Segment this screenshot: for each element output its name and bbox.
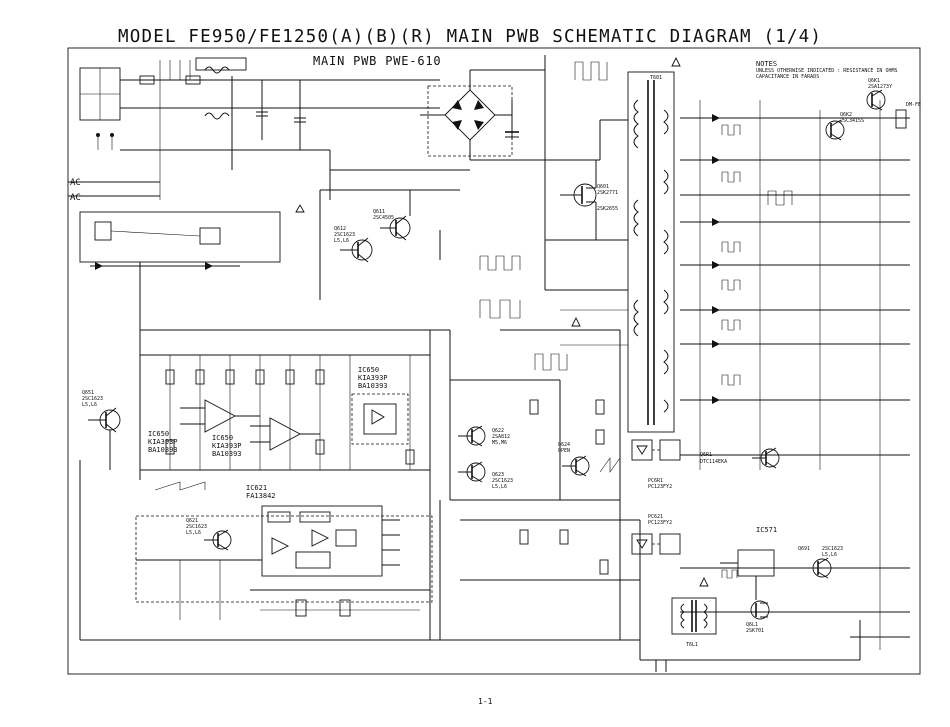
- q6k1-ref: Q6K1: [868, 78, 880, 84]
- transistor-q6k1: Q6K1 2SA1273Y: [866, 78, 892, 111]
- q6l1-part: 2SK701: [746, 628, 764, 634]
- q691-ref: Q691: [798, 546, 810, 552]
- secondary-outputs: [680, 100, 910, 650]
- ic650-b-part1: KIA393P: [212, 442, 242, 450]
- ic650-c-part1: KIA393P: [358, 374, 388, 382]
- notes-line-2: CAPACITANCE IN FARADS: [756, 74, 819, 80]
- dm-fe-connector: DM-FE: [906, 102, 921, 108]
- q651-ref: Q651: [82, 390, 94, 396]
- ic650-b-part2: BA10393: [212, 450, 242, 458]
- q601-ref: Q601: [597, 184, 609, 190]
- pc621-ref: PC621: [648, 514, 663, 520]
- ic650-a-part1: KIA393P: [148, 438, 178, 446]
- q612-rank: L5,L6: [334, 238, 349, 244]
- q691-rank: L5,L6: [822, 552, 837, 558]
- q612-ref: Q612: [334, 226, 346, 232]
- ic650-a-part2: BA10393: [148, 446, 178, 454]
- transformer-t6l1: T6L1: [671, 597, 717, 648]
- ac-input-section: AC AC: [68, 57, 440, 203]
- notes-heading: NOTES: [756, 60, 777, 68]
- ic650-b-ref: IC650: [212, 434, 233, 442]
- transistor-q611: Q611 2SC4505: [373, 209, 411, 241]
- pc6r1-ref: PC6R1: [648, 478, 663, 484]
- q621-ref: Q621: [186, 518, 198, 524]
- q6k1-part: 2SA1273Y: [868, 84, 892, 90]
- q623-ref: Q623: [492, 472, 504, 478]
- mosfet-q601: Q601 2SK2771 2SK2655: [560, 160, 618, 240]
- bottom-wiring: [439, 316, 861, 672]
- page-title: MODEL FE950/FE1250(A)(B)(R) MAIN PWB SCH…: [118, 27, 823, 47]
- transistor-q624: Q624 OPEN: [558, 442, 590, 477]
- ic621-part: FA13842: [246, 492, 276, 500]
- q624-ref: Q624: [558, 442, 570, 448]
- transistor-q622: Q622 2SA812 M5,M6: [458, 425, 510, 447]
- bridge-rectifier: [420, 70, 513, 160]
- q601-part: 2SK2771: [597, 190, 618, 196]
- sheet-border: [67, 47, 921, 675]
- notes-block: NOTES UNLESS OTHERWISE INDICATED : RESIS…: [756, 60, 897, 80]
- ic621-ref: IC621: [246, 484, 267, 492]
- q622-part: 2SA812: [492, 434, 510, 440]
- transistor-q612: Q612 2SC1623 L5,L6: [334, 226, 373, 263]
- transistor-q6l1: Q6L1 2SK701: [746, 600, 770, 634]
- q622-q623-block: [449, 329, 621, 640]
- comparator-b: IC650 KIA393P BA10393: [212, 417, 320, 458]
- q622-ref: Q622: [492, 428, 504, 434]
- transistor-q691: Q691 2SC1623 L5,L6: [798, 546, 843, 579]
- q623-part: 2SC1623: [492, 478, 513, 484]
- waveforms-center: [154, 61, 621, 491]
- q611-ref: Q611: [373, 209, 385, 215]
- q612-part: 2SC1623: [334, 232, 355, 238]
- transistor-q621: Q621 2SC1623 L5,L6: [186, 518, 232, 551]
- pc6r1-part: PC123FY2: [648, 484, 672, 490]
- relay-block: [79, 211, 281, 300]
- t6l1-label: T6L1: [686, 642, 698, 648]
- q624-part: OPEN: [558, 448, 570, 454]
- notes-line-1: UNLESS OTHERWISE INDICATED : RESISTANCE …: [756, 68, 897, 74]
- ic650-c-part2: BA10393: [358, 382, 388, 390]
- t601-label: T601: [650, 75, 662, 81]
- transistor-q651: Q651 2SC1623 L5,L6: [82, 390, 121, 433]
- pc621-part: PC123FY2: [648, 520, 672, 526]
- ic571: IC571: [720, 526, 777, 600]
- hv-rail: [329, 55, 600, 290]
- q651-part: 2SC1623: [82, 396, 103, 402]
- q621-rank: L5,L6: [186, 530, 201, 536]
- q651-rank: L5,L6: [82, 402, 97, 408]
- q691-part: 2SC1623: [822, 546, 843, 552]
- transistor-q6r1: Q6R1 DTC114EKA: [700, 447, 780, 469]
- ic650-a-ref: IC650: [148, 430, 169, 438]
- ic571-ref: IC571: [756, 526, 777, 534]
- photocoupler-pc6r1: PC6R1 PC123FY2: [631, 439, 681, 490]
- q611-part: 2SC4505: [373, 215, 394, 221]
- q6r1-ref: Q6R1: [700, 452, 712, 458]
- q6k2-part: 2SC3415S: [840, 118, 864, 124]
- ic621-block: IC621 FA13842: [135, 484, 433, 603]
- ac-connector-label: AC: [70, 178, 81, 188]
- transformer-t601: T601: [627, 71, 675, 433]
- left-wiring: [79, 300, 640, 641]
- page-number: 1-1: [478, 697, 493, 706]
- q601-alt: 2SK2655: [597, 206, 618, 212]
- q6r1-part: DTC114EKA: [700, 459, 727, 465]
- q623-rank: L5,L6: [492, 484, 507, 490]
- q6l1-ref: Q6L1: [746, 622, 758, 628]
- ic650-package: IC650 KIA393P BA10393: [351, 366, 409, 445]
- q6k2-ref: Q6K2: [840, 112, 852, 118]
- q621-part: 2SC1623: [186, 524, 207, 530]
- transistor-q623: Q623 2SC1623 L5,L6: [458, 461, 513, 490]
- board-subtitle: MAIN PWB PWE-610: [313, 54, 442, 68]
- ac-connector-label-2: AC: [70, 193, 81, 203]
- comparator-a: IC650 KIA393P BA10393: [148, 399, 260, 454]
- q622-rank: M5,M6: [492, 440, 507, 446]
- transistor-q6k2: Q6K2 2SC3415S: [825, 112, 864, 141]
- ic650-c-ref: IC650: [358, 366, 379, 374]
- photocoupler-pc621: PC621 PC123FY2: [631, 514, 681, 555]
